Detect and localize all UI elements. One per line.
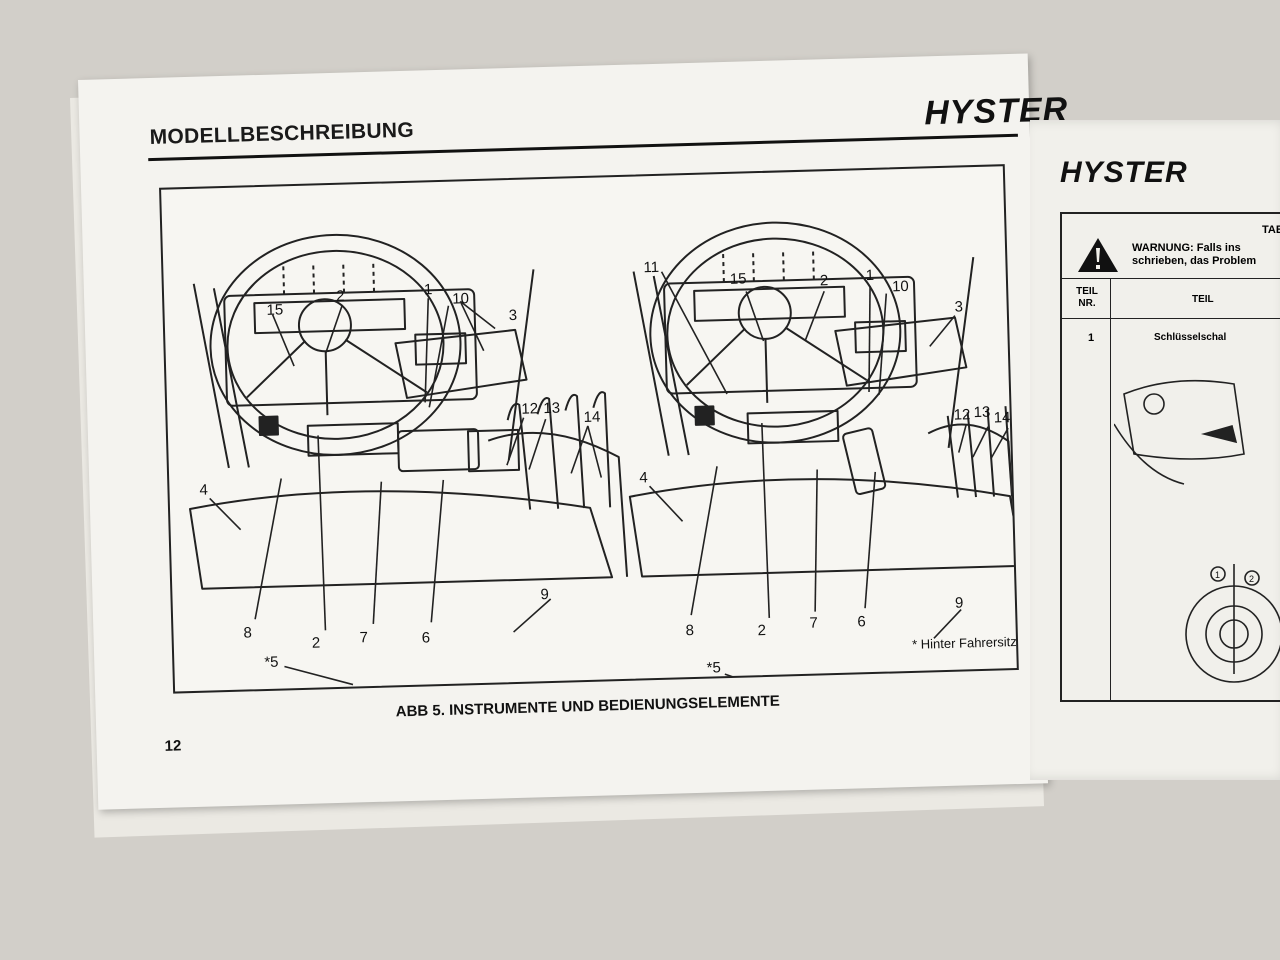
callout: 14 [583, 409, 600, 426]
callout: 13 [543, 400, 560, 417]
callout: 2 [820, 272, 829, 289]
row-part-name: Schlüsselschal [1154, 332, 1227, 343]
callout: *5 [264, 654, 279, 671]
callout: 2 [336, 288, 345, 305]
callout: 9 [540, 586, 549, 603]
page-number: 12 [164, 737, 182, 755]
callout: 8 [243, 624, 252, 641]
callout: 4 [639, 469, 648, 486]
callout: 15 [730, 270, 747, 287]
warning-line: WARNUNG: Falls ins [1132, 242, 1241, 254]
callout: 6 [857, 613, 866, 630]
callouts-right: 11 15 2 1 10 3 12 13 14 4 8 2 7 6 9 *5 [639, 259, 1011, 677]
mini-label: 2 [1249, 574, 1254, 584]
callout: 10 [452, 290, 469, 307]
figure-footnote: * Hinter Fahrersitz [912, 634, 1017, 652]
brand-logo: HYSTER [1060, 156, 1188, 189]
callout: 11 [643, 259, 659, 276]
warning-triangle-icon [1078, 238, 1118, 272]
callout: 7 [359, 629, 368, 646]
left-manual-page: MODELLBESCHREIBUNG HYSTER [78, 53, 1069, 810]
callout: 9 [955, 594, 964, 611]
column-header-part-number: TEIL NR. [1070, 286, 1104, 310]
header-line: NR. [1078, 298, 1096, 309]
callout: 3 [954, 298, 963, 315]
controls-illustration: 15 2 1 10 3 12 13 14 4 8 2 7 6 9 *5 [189, 221, 1017, 692]
callout: 6 [421, 629, 430, 646]
parts-table: TABE WARNUNG: Falls ins schrieben, das P… [1060, 212, 1280, 702]
figure-frame: 15 2 1 10 3 12 13 14 4 8 2 7 6 9 *5 [159, 164, 1019, 694]
callout: 2 [757, 622, 766, 639]
drawing-left [189, 233, 629, 590]
callout: 2 [312, 634, 321, 651]
table-rule [1062, 278, 1280, 279]
callout: *5 [706, 659, 721, 676]
mini-label: 1 [1215, 570, 1220, 580]
drawing-right [628, 221, 1017, 578]
callout: 7 [809, 615, 818, 632]
figure-caption: ABB 5. INSTRUMENTE UND BEDIENUNGSELEMENT… [395, 692, 781, 721]
callout: 12 [521, 400, 538, 417]
header-line: TEIL [1076, 286, 1098, 297]
warning-line: schrieben, das Problem [1132, 255, 1257, 267]
section-title: MODELLBESCHREIBUNG [149, 118, 415, 150]
callout: 4 [199, 482, 208, 499]
row-number: 1 [1088, 332, 1095, 344]
callout: 1 [866, 267, 875, 284]
callout: 15 [266, 301, 283, 318]
callout: 1 [424, 281, 433, 298]
warning-text: WARNUNG: Falls ins schrieben, das Proble… [1132, 242, 1256, 268]
key-switch-illustration: 1 2 [1114, 379, 1280, 683]
column-header-part: TEIL [1192, 294, 1214, 305]
table-column-rule [1110, 278, 1111, 700]
callout: 13 [973, 404, 990, 421]
table-title: TABE [1262, 224, 1280, 236]
table-rule [1062, 318, 1280, 319]
callout: 3 [509, 307, 518, 324]
callout: 12 [953, 406, 970, 423]
callouts-left: 15 2 1 10 3 12 13 14 4 8 2 7 6 9 *5 [199, 281, 600, 671]
right-manual-page: HYSTER TABE WARNUNG: Falls ins schrieben… [1030, 120, 1280, 780]
callout: 14 [994, 409, 1011, 426]
callout: 8 [685, 622, 694, 639]
callout: 10 [892, 278, 909, 295]
